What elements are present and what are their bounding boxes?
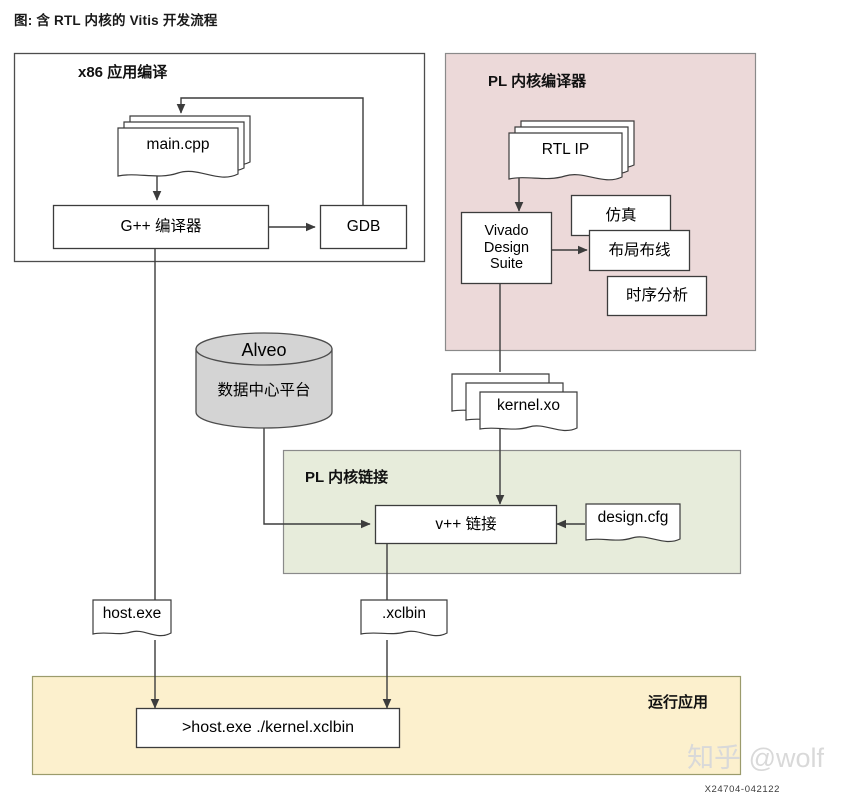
node-timing-analysis[interactable] xyxy=(606,275,708,317)
node-run-command[interactable] xyxy=(135,707,401,749)
panel-title-pl-kernel-compiler: PL 内核编译器 xyxy=(488,73,587,90)
node-alveo-platform[interactable] xyxy=(195,332,333,429)
document-id: X24704-042122 xyxy=(704,784,780,795)
page-title: 图: 含 RTL 内核的 Vitis 开发流程 xyxy=(14,13,218,28)
panel-title-x86-compile: x86 应用编译 xyxy=(78,64,168,81)
node-design-cfg[interactable] xyxy=(585,503,681,543)
document-sheet-front xyxy=(508,132,623,181)
node-gpp-compiler[interactable] xyxy=(52,204,270,250)
watermark: 知乎 @wolf xyxy=(687,743,824,773)
document-sheet-front xyxy=(479,391,578,432)
cylinder-top xyxy=(195,332,333,366)
node-rtl-ip[interactable] xyxy=(508,120,635,181)
node-main-cpp[interactable] xyxy=(117,115,251,178)
node-vivado-design-suite[interactable] xyxy=(460,211,553,285)
node-host-exe[interactable] xyxy=(92,599,172,637)
node-gdb[interactable] xyxy=(319,204,408,250)
panel-title-run-application: 运行应用 xyxy=(648,694,709,711)
node-vpp-link[interactable] xyxy=(374,504,558,545)
cylinder-body xyxy=(195,348,333,429)
document-sheet-front xyxy=(117,127,239,178)
edge-alveo-to-vpp xyxy=(263,425,371,529)
node-simulation[interactable] xyxy=(570,194,672,237)
node-kernel-xo[interactable] xyxy=(451,373,578,432)
edge-gdb-to-main xyxy=(176,97,364,205)
panel-title-pl-kernel-link: PL 内核链接 xyxy=(305,469,389,486)
node-place-route[interactable] xyxy=(588,229,691,272)
node-xclbin[interactable] xyxy=(360,599,448,637)
